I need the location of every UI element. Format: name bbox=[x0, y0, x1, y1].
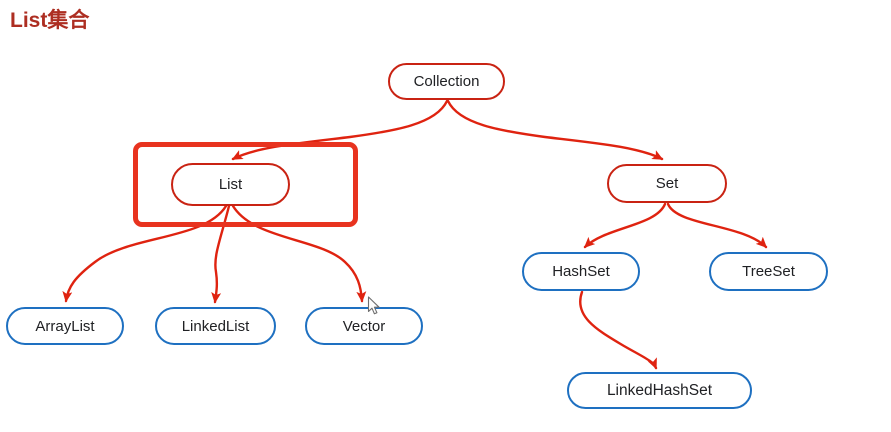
node-list: List bbox=[171, 163, 290, 206]
node-vector-label: Vector bbox=[342, 317, 386, 335]
node-set: Set bbox=[607, 164, 727, 203]
node-treeset-label: TreeSet bbox=[742, 263, 795, 280]
node-linkedlist-label: LinkedList bbox=[181, 317, 250, 335]
page-title: List集合 bbox=[10, 9, 90, 32]
node-arraylist-label: ArrayList bbox=[35, 317, 95, 335]
node-vector: Vector bbox=[305, 307, 423, 345]
list-highlight-box bbox=[133, 142, 358, 227]
edge-collection-to-list bbox=[231, 99, 449, 161]
node-hashset-label: HashSet bbox=[552, 263, 610, 280]
edge-set-to-hashset bbox=[583, 202, 667, 249]
node-arraylist: ArrayList bbox=[6, 307, 124, 345]
node-collection-label: Collection bbox=[413, 73, 480, 90]
node-collection: Collection bbox=[388, 63, 505, 100]
mouse-cursor-icon bbox=[367, 296, 380, 315]
edge-collection-to-set bbox=[446, 99, 664, 161]
edge-set-to-treeset bbox=[666, 202, 768, 249]
node-list-label: List bbox=[218, 176, 243, 193]
node-hashset: HashSet bbox=[522, 252, 640, 291]
edge-hashset-to-linkedhashset bbox=[579, 290, 658, 370]
node-set-label: Set bbox=[655, 175, 679, 192]
node-treeset: TreeSet bbox=[709, 252, 828, 291]
node-linkedhashset-label: LinkedHashSet bbox=[606, 381, 713, 399]
edge-list-to-linkedlist bbox=[211, 204, 231, 304]
node-linkedlist: LinkedList bbox=[155, 307, 276, 345]
node-linkedhashset: LinkedHashSet bbox=[567, 372, 752, 409]
